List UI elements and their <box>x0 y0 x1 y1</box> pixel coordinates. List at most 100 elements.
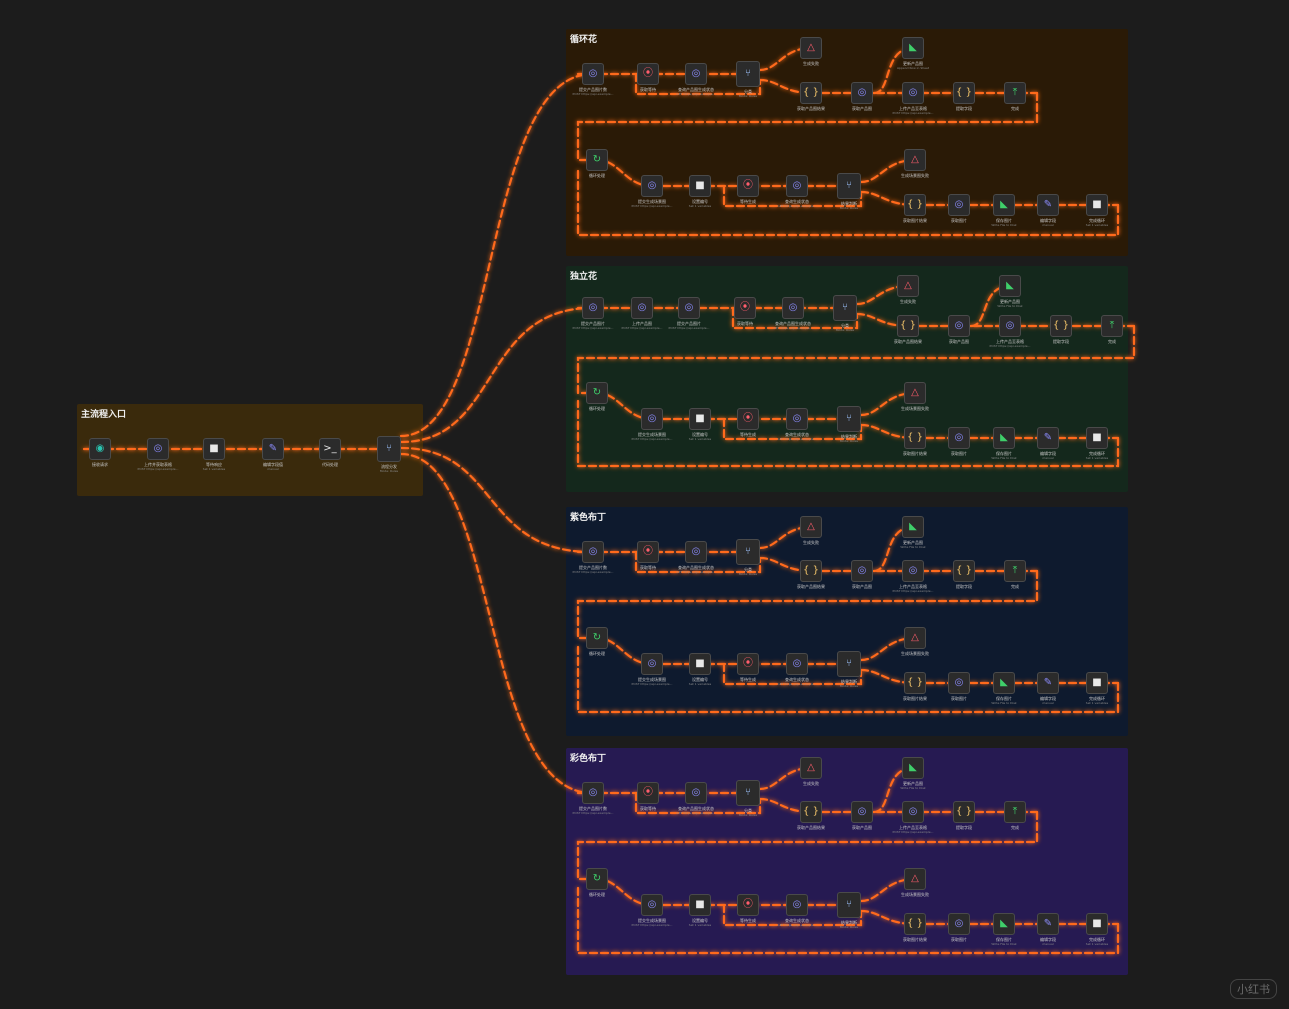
workflow-node[interactable]: ✎ <box>1037 672 1059 694</box>
workflow-node[interactable]: ■ <box>1086 427 1108 449</box>
workflow-node[interactable]: ■ <box>1086 913 1108 935</box>
workflow-node[interactable]: ◉ <box>89 438 111 460</box>
workflow-node[interactable]: ↻ <box>586 868 608 890</box>
workflow-node[interactable]: ⑂ <box>837 892 861 918</box>
workflow-node[interactable]: ◎ <box>948 672 970 694</box>
workflow-node[interactable]: ◣ <box>902 516 924 538</box>
workflow-node[interactable]: ⑂ <box>377 436 401 462</box>
workflow-node[interactable]: △ <box>904 627 926 649</box>
workflow-node[interactable]: ◎ <box>786 894 808 916</box>
workflow-node[interactable]: ⦿ <box>637 63 659 85</box>
workflow-node[interactable]: ◎ <box>851 801 873 823</box>
workflow-node[interactable]: ◎ <box>902 560 924 582</box>
workflow-node[interactable]: ◎ <box>582 541 604 563</box>
workflow-node[interactable]: △ <box>897 275 919 297</box>
workflow-node[interactable]: ◣ <box>993 194 1015 216</box>
workflow-node[interactable]: ⦿ <box>637 782 659 804</box>
workflow-node[interactable]: ◎ <box>948 427 970 449</box>
workflow-node[interactable]: ⑂ <box>837 651 861 677</box>
workflow-node[interactable]: ⑂ <box>736 539 760 565</box>
workflow-node[interactable]: { } <box>1050 315 1072 337</box>
workflow-node[interactable]: ⦿ <box>737 175 759 197</box>
workflow-node[interactable]: ◎ <box>786 653 808 675</box>
workflow-node[interactable]: ◎ <box>902 801 924 823</box>
workflow-node[interactable]: ✎ <box>1037 427 1059 449</box>
workflow-node[interactable]: { } <box>800 560 822 582</box>
group-main-entry[interactable]: 主流程入口 <box>77 404 423 496</box>
workflow-node[interactable]: { } <box>897 315 919 337</box>
workflow-node[interactable]: △ <box>904 382 926 404</box>
workflow-node[interactable]: ⦿ <box>737 408 759 430</box>
workflow-node[interactable]: { } <box>904 194 926 216</box>
workflow-node[interactable]: ◣ <box>902 757 924 779</box>
workflow-node[interactable]: ◣ <box>993 672 1015 694</box>
workflow-node[interactable]: ■ <box>689 408 711 430</box>
workflow-node[interactable]: ⦿ <box>637 541 659 563</box>
workflow-node[interactable]: >_ <box>319 438 341 460</box>
workflow-node[interactable]: ■ <box>1086 194 1108 216</box>
workflow-node[interactable]: ◎ <box>582 297 604 319</box>
workflow-node[interactable]: ◎ <box>147 438 169 460</box>
workflow-node[interactable]: ⤒ <box>1004 82 1026 104</box>
workflow-node[interactable]: ◎ <box>685 541 707 563</box>
workflow-node[interactable]: ◎ <box>786 408 808 430</box>
workflow-node[interactable]: ↻ <box>586 382 608 404</box>
workflow-node[interactable]: ◣ <box>902 37 924 59</box>
workflow-node[interactable]: △ <box>800 37 822 59</box>
workflow-node[interactable]: ◣ <box>993 913 1015 935</box>
workflow-node[interactable]: ◎ <box>631 297 653 319</box>
workflow-node[interactable]: ■ <box>689 653 711 675</box>
workflow-node[interactable]: ◎ <box>782 297 804 319</box>
workflow-node[interactable]: ✎ <box>1037 194 1059 216</box>
workflow-node[interactable]: △ <box>800 757 822 779</box>
workflow-node[interactable]: ✎ <box>1037 913 1059 935</box>
workflow-node[interactable]: ⑂ <box>837 406 861 432</box>
workflow-node[interactable]: { } <box>800 82 822 104</box>
workflow-node[interactable]: △ <box>904 868 926 890</box>
workflow-node[interactable]: ◎ <box>641 175 663 197</box>
workflow-node[interactable]: ◎ <box>948 315 970 337</box>
workflow-node[interactable]: { } <box>904 672 926 694</box>
workflow-node[interactable]: ■ <box>689 175 711 197</box>
workflow-node[interactable]: △ <box>904 149 926 171</box>
workflow-node[interactable]: { } <box>904 913 926 935</box>
workflow-node[interactable]: ◎ <box>582 63 604 85</box>
workflow-node[interactable]: ◎ <box>641 894 663 916</box>
workflow-node[interactable]: △ <box>800 516 822 538</box>
workflow-node[interactable]: ◣ <box>999 275 1021 297</box>
workflow-node[interactable]: ⑂ <box>837 173 861 199</box>
workflow-node[interactable]: ⤒ <box>1101 315 1123 337</box>
workflow-node[interactable]: ◎ <box>641 408 663 430</box>
workflow-node[interactable]: ⤒ <box>1004 560 1026 582</box>
workflow-node[interactable]: ⦿ <box>737 894 759 916</box>
workflow-node[interactable]: ■ <box>689 894 711 916</box>
workflow-node[interactable]: ◎ <box>948 194 970 216</box>
workflow-node[interactable]: ◎ <box>786 175 808 197</box>
workflow-node[interactable]: ■ <box>1086 672 1108 694</box>
workflow-node[interactable]: ◎ <box>685 63 707 85</box>
workflow-node[interactable]: ↻ <box>586 627 608 649</box>
workflow-node[interactable]: ↻ <box>586 149 608 171</box>
workflow-node[interactable]: ⑂ <box>736 780 760 806</box>
workflow-node[interactable]: ◎ <box>948 913 970 935</box>
workflow-node[interactable]: ✎ <box>262 438 284 460</box>
workflow-node[interactable]: { } <box>953 801 975 823</box>
workflow-node[interactable]: ⦿ <box>734 297 756 319</box>
workflow-node[interactable]: ⑂ <box>833 295 857 321</box>
workflow-node[interactable]: ◎ <box>851 560 873 582</box>
workflow-node[interactable]: { } <box>904 427 926 449</box>
workflow-node[interactable]: ◎ <box>685 782 707 804</box>
workflow-node[interactable]: ◎ <box>582 782 604 804</box>
workflow-node[interactable]: { } <box>953 82 975 104</box>
workflow-node[interactable]: ⤒ <box>1004 801 1026 823</box>
workflow-node[interactable]: ■ <box>203 438 225 460</box>
workflow-node[interactable]: ◎ <box>999 315 1021 337</box>
workflow-node[interactable]: ◎ <box>851 82 873 104</box>
workflow-node[interactable]: ◎ <box>678 297 700 319</box>
workflow-node[interactable]: ◎ <box>902 82 924 104</box>
workflow-node[interactable]: ⦿ <box>737 653 759 675</box>
workflow-node[interactable]: { } <box>953 560 975 582</box>
workflow-node[interactable]: { } <box>800 801 822 823</box>
workflow-node[interactable]: ◎ <box>641 653 663 675</box>
workflow-node[interactable]: ◣ <box>993 427 1015 449</box>
